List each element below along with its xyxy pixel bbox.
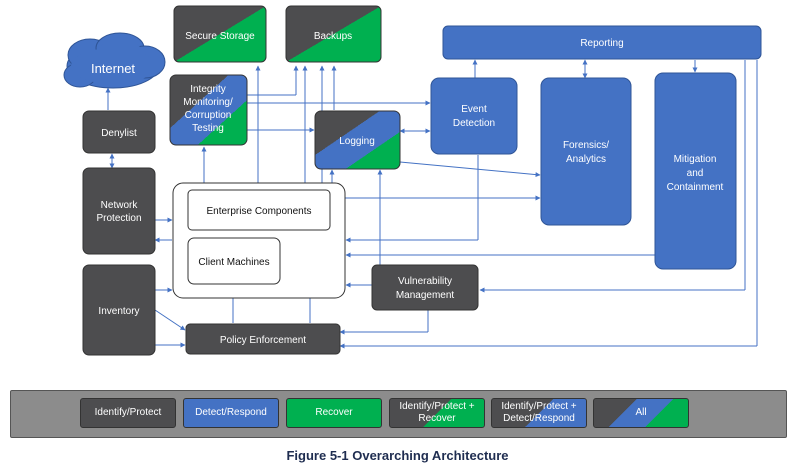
connectors (105, 59, 758, 349)
network-protection-label-2: Protection (96, 213, 141, 224)
logging-label: Logging (339, 136, 375, 147)
reporting-box (442, 25, 762, 60)
denylist-label: Denylist (101, 128, 137, 139)
client-machines-label: Client Machines (198, 257, 269, 268)
forensics-label-2: Analytics (566, 154, 606, 165)
network-protection-box (82, 167, 156, 255)
secure-storage-box (173, 5, 267, 63)
mitigation-label-2: and (687, 168, 704, 179)
legend-identify-protect: Identify/Protect (80, 398, 176, 428)
event-detection-label-1: Event (461, 104, 487, 115)
inventory-label: Inventory (98, 306, 139, 317)
forensics-analytics-box (540, 77, 632, 226)
integrity-label-4: Testing (192, 123, 224, 134)
legend-detect-respond-label: Detect/Respond (195, 407, 267, 418)
integrity-monitoring-box (169, 74, 248, 146)
internet-cloud: Internet (63, 32, 166, 89)
integrity-label-3: Corruption (185, 110, 232, 121)
policy-enforcement-label: Policy Enforcement (220, 335, 306, 346)
network-protection-label-1: Network (101, 200, 139, 211)
enterprise-components-box (187, 189, 331, 231)
figure-caption: Figure 5-1 Overarching Architecture (286, 448, 509, 463)
legend-identify-protect-detect-respond-label: Identify/Protect + Detect/Respond (501, 401, 577, 424)
event-detection-box (430, 77, 518, 155)
legend-recover-label: Recover (315, 407, 353, 418)
logging-box (314, 110, 401, 170)
legend-identify-protect-recover-label: Identify/Protect + Recover (399, 401, 475, 424)
mitigation-containment-box (654, 72, 737, 270)
architecture-diagram: Internet Enterprise Components Client Ma… (63, 5, 762, 356)
legend-recover: Recover (286, 398, 382, 428)
vulnerability-management-box (371, 264, 479, 311)
reporting-label: Reporting (580, 38, 623, 49)
inventory-box (82, 264, 156, 356)
enterprise-components-label: Enterprise Components (206, 206, 311, 217)
denylist-box (82, 110, 156, 154)
integrity-label-2: Monitoring/ (183, 97, 233, 108)
legend-identify-protect-label: Identify/Protect (94, 407, 162, 418)
legend-identify-protect-recover: Identify/Protect + Recover (389, 398, 485, 428)
vulnerability-management-label-1: Vulnerability (398, 276, 452, 287)
backups-label: Backups (314, 31, 352, 42)
legend-detect-respond: Detect/Respond (183, 398, 279, 428)
backups-box (285, 5, 382, 63)
client-machines-box (187, 237, 281, 285)
legend-identify-protect-detect-respond: Identify/Protect + Detect/Respond (491, 398, 587, 428)
mitigation-label-3: Containment (667, 182, 724, 193)
forensics-label-1: Forensics/ (563, 140, 609, 151)
vulnerability-management-label-2: Management (396, 290, 455, 301)
event-detection-label-2: Detection (453, 118, 495, 129)
mitigation-label-1: Mitigation (674, 154, 717, 165)
integrity-label-1: Integrity (190, 84, 226, 95)
internet-label: Internet (91, 61, 135, 76)
legend-all-label: All (635, 407, 647, 418)
secure-storage-label: Secure Storage (185, 31, 255, 42)
policy-enforcement-box (185, 323, 341, 355)
legend-all: All (593, 398, 689, 428)
